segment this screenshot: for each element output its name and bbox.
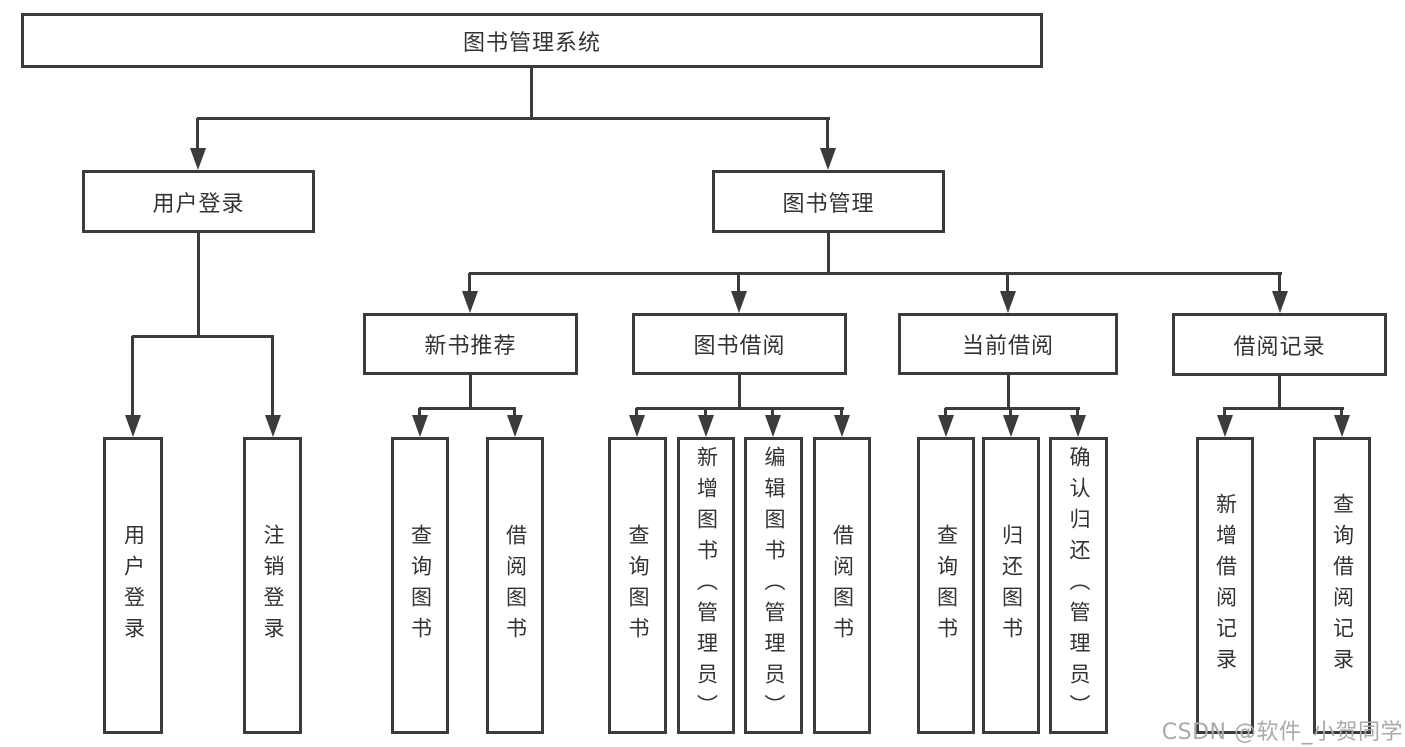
arrow-down-icon <box>764 408 781 437</box>
leaf-current-return-books: 归还图书 <box>982 437 1040 734</box>
arrow-down-icon <box>628 408 645 437</box>
tree-connector-borrowing-records-stem <box>1278 374 1281 410</box>
tree-connector-user-login-stem <box>197 232 200 338</box>
node-label: 当前借阅 <box>961 334 1054 359</box>
node-label: 归还图书 <box>999 523 1024 648</box>
node-label: 新书推荐 <box>424 334 517 359</box>
arrow-down-icon <box>697 408 714 437</box>
leaf-borrowing-query-books: 查询图书 <box>608 437 667 734</box>
node-label: 借阅图书 <box>830 523 855 648</box>
tree-connector-book-borrowing-stem <box>738 374 741 410</box>
watermark: CSDN @软件_小贺同学 <box>1161 720 1403 745</box>
leaf-newbook-query-books: 查询图书 <box>391 437 449 734</box>
node-label: 查询图书 <box>626 523 650 648</box>
arrow-down-icon <box>461 273 478 313</box>
leaf-logout-login: 注销登录 <box>243 437 302 734</box>
tree-connector-root-bar <box>197 117 830 120</box>
node-label: 确认归还（管理员） <box>1067 446 1091 725</box>
arrow-down-icon <box>833 408 850 437</box>
node-label: 新增借阅记录 <box>1213 492 1238 679</box>
leaf-borrowing-edit-books-admin: 编辑图书（管理员） <box>744 437 803 734</box>
arrow-down-icon <box>1002 408 1019 437</box>
node-label: 用户登录 <box>121 523 146 648</box>
tree-connector-new-book-bar <box>419 407 516 410</box>
arrow-down-icon <box>411 408 428 437</box>
node-label: 图书管理 <box>782 191 875 217</box>
arrow-down-icon <box>730 273 747 313</box>
node-label: 编辑图书（管理员） <box>762 446 786 725</box>
arrow-down-icon <box>999 273 1016 313</box>
tree-connector-current-borrowing-bar <box>945 407 1080 410</box>
node-current-borrowing: 当前借阅 <box>898 313 1118 375</box>
arrow-down-icon <box>819 118 836 170</box>
node-label: 借阅记录 <box>1233 334 1326 360</box>
arrow-down-icon <box>124 336 141 437</box>
node-label: 借阅图书 <box>503 523 528 648</box>
tree-connector-book-borrowing-bar <box>636 407 844 410</box>
leaf-records-add-borrow-record: 新增借阅记录 <box>1196 437 1254 734</box>
leaf-records-query-borrow-record: 查询借阅记录 <box>1313 437 1371 734</box>
node-label: 图书管理系统 <box>462 30 601 56</box>
arrow-down-icon <box>1333 408 1350 437</box>
arrow-down-icon <box>189 118 206 170</box>
node-label: 查询图书 <box>934 523 959 648</box>
node-user-login: 用户登录 <box>82 170 315 233</box>
leaf-current-query-books: 查询图书 <box>917 437 975 734</box>
tree-connector-current-borrowing-stem <box>1007 374 1010 410</box>
arrow-down-icon <box>1271 273 1288 313</box>
node-borrowing-records: 借阅记录 <box>1172 313 1387 376</box>
node-new-book-recommendation: 新书推荐 <box>363 313 578 375</box>
leaf-newbook-borrow-books: 借阅图书 <box>486 437 544 734</box>
leaf-current-confirm-return-admin: 确认归还（管理员） <box>1049 437 1108 734</box>
arrow-down-icon <box>1069 408 1086 437</box>
node-book-borrowing: 图书借阅 <box>632 313 847 375</box>
node-label: 新增图书（管理员） <box>694 446 719 725</box>
node-label: 查询图书 <box>408 523 433 648</box>
node-label: 注销登录 <box>261 523 285 648</box>
arrow-down-icon <box>506 408 523 437</box>
leaf-borrowing-borrow-books: 借阅图书 <box>813 437 871 734</box>
arrow-down-icon <box>1216 408 1233 437</box>
tree-connector-root-stem <box>530 68 533 120</box>
tree-connector-new-book-stem <box>469 374 472 410</box>
arrow-down-icon <box>937 408 954 437</box>
node-label: 用户登录 <box>152 191 245 217</box>
node-library-management-system: 图书管理系统 <box>21 13 1043 68</box>
node-book-management: 图书管理 <box>712 170 945 233</box>
tree-connector-book-management-stem <box>827 233 830 275</box>
arrow-down-icon <box>264 336 281 437</box>
tree-connector-user-login-bar <box>132 335 274 338</box>
node-label: 图书借阅 <box>693 334 786 359</box>
leaf-user-login: 用户登录 <box>103 437 163 734</box>
node-label: 查询借阅记录 <box>1330 492 1355 679</box>
leaf-borrowing-add-books-admin: 新增图书（管理员） <box>677 437 735 734</box>
tree-connector-borrowing-records-bar <box>1223 407 1344 410</box>
tree-connector-book-management-bar <box>469 272 1282 275</box>
